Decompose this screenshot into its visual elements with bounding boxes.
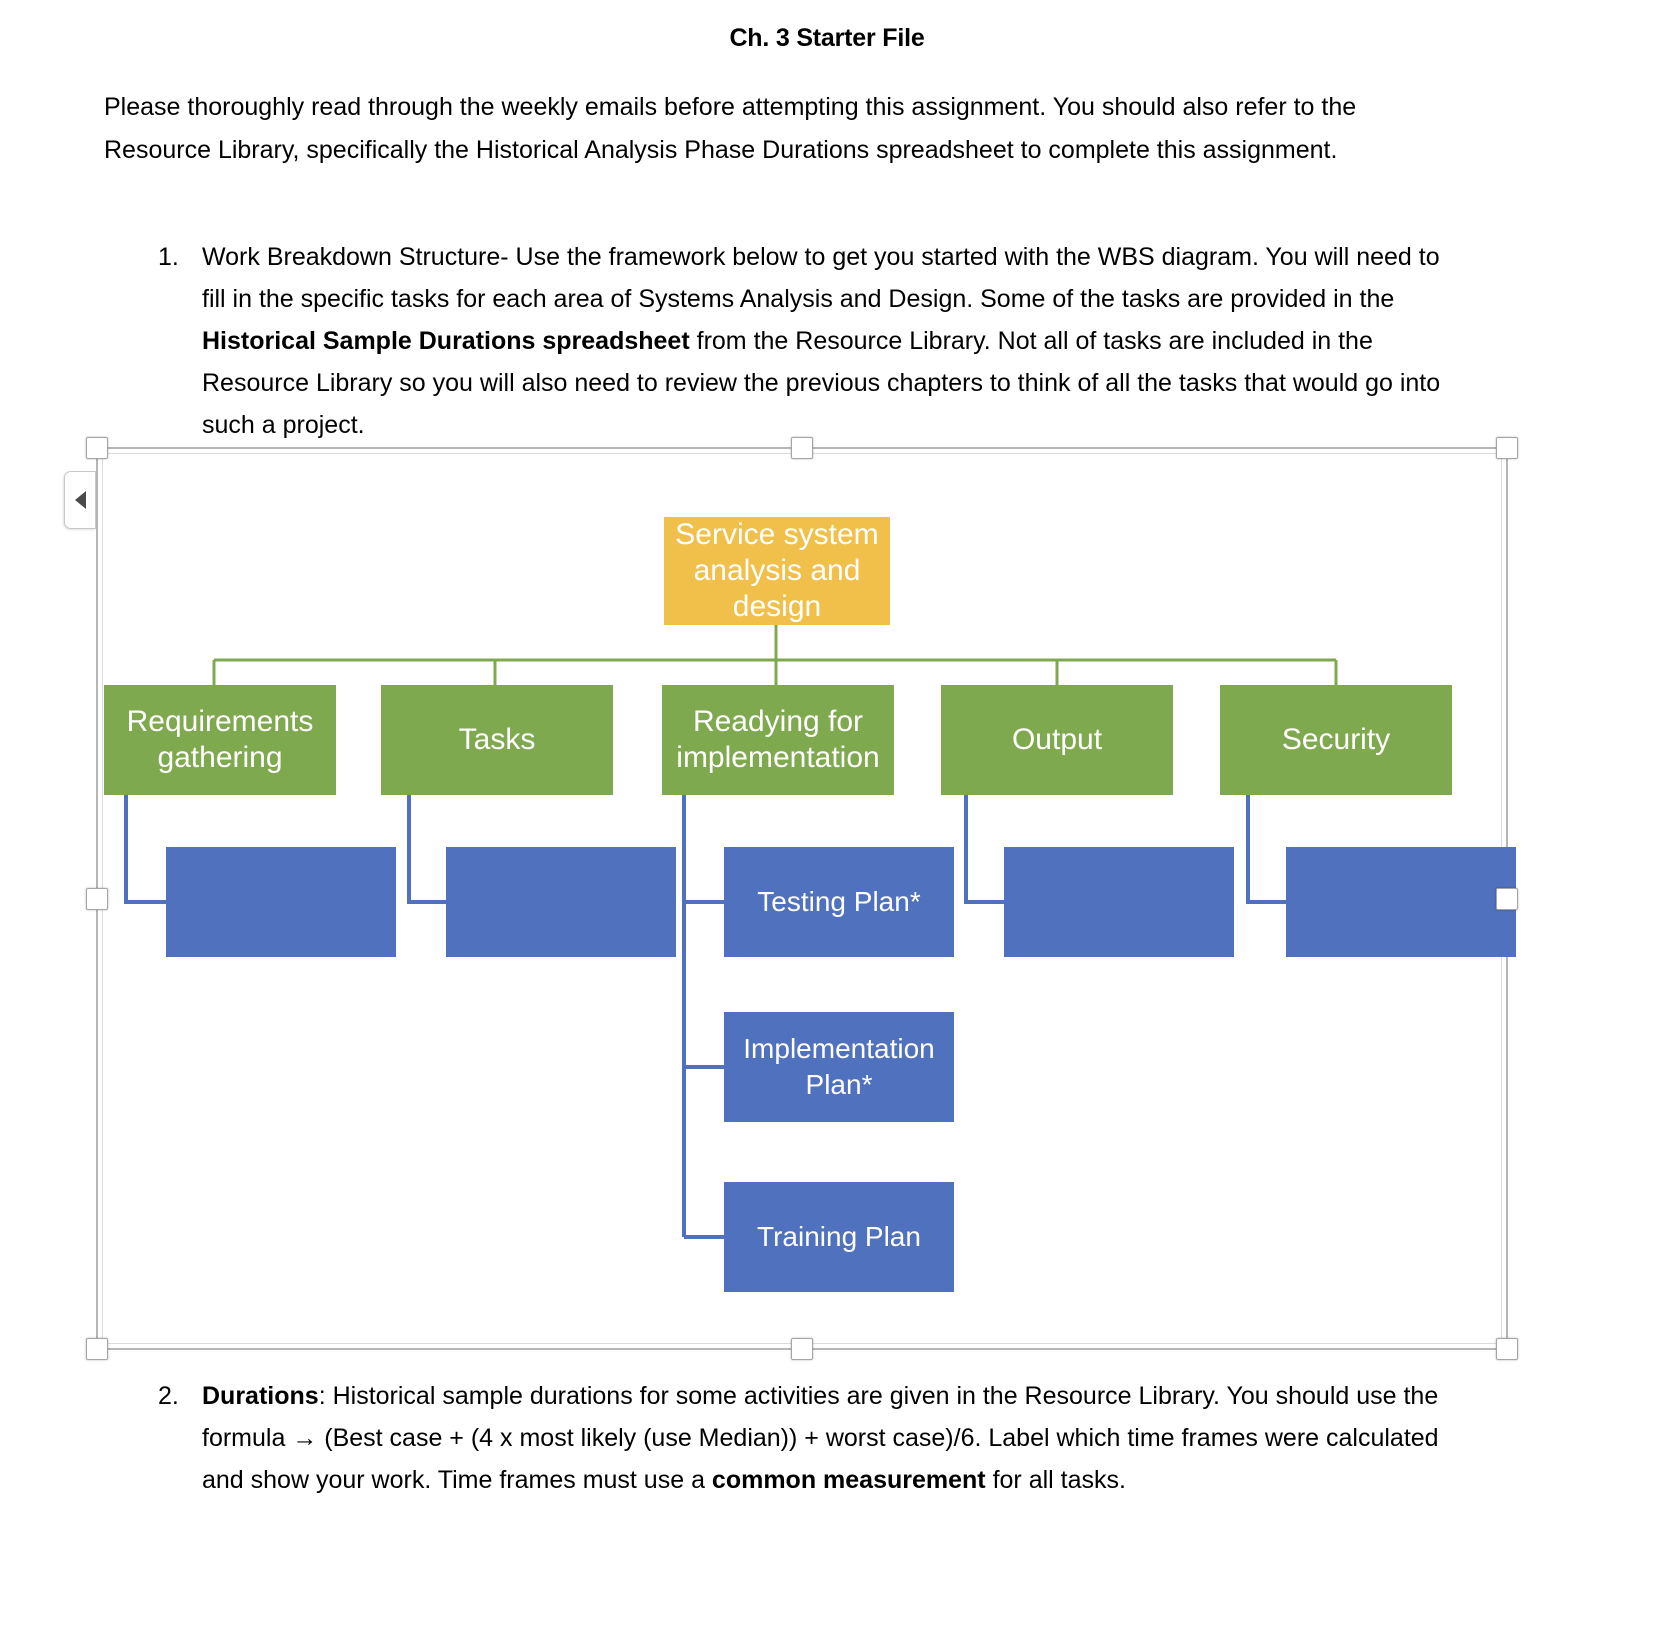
list-item: 2. Durations: Historical sample duration…: [144, 1375, 1444, 1501]
list-item-text-b: from the Resource Library. Not all of ta…: [202, 327, 1441, 439]
list-item-bold-durations: Durations: [202, 1382, 319, 1410]
resize-handle-middle-left[interactable]: [86, 888, 108, 910]
page-title: Ch. 3 Starter File: [729, 24, 925, 52]
connector-lines: [124, 625, 1338, 1239]
right-arrow-icon: →: [292, 1424, 318, 1452]
resize-handle-top-center[interactable]: [791, 437, 813, 459]
list-item-body: Work Breakdown Structure- Use the framew…: [202, 236, 1444, 446]
list-item: 1. Work Breakdown Structure- Use the fra…: [144, 236, 1444, 446]
diagram-node-security-child-empty[interactable]: [1286, 847, 1516, 957]
diagram-node-training-plan[interactable]: Training Plan: [724, 1182, 954, 1292]
smartart-diagram-object[interactable]: Service system analysis and design Requi…: [64, 437, 1518, 1360]
list-item-bold-a: Historical Sample Durations spreadsheet: [202, 327, 690, 355]
diagram-node-output-child-empty[interactable]: [1004, 847, 1234, 957]
list-item-text-a: : Historical sample durations for some a…: [202, 1382, 1439, 1452]
diagram-node-security[interactable]: Security: [1220, 685, 1452, 795]
diagram-node-implementation-plan[interactable]: Implementation Plan*: [724, 1012, 954, 1122]
intro-paragraph: Please thoroughly read through the weekl…: [104, 93, 1357, 164]
resize-handle-top-right[interactable]: [1496, 437, 1518, 459]
diagram-node-testing-plan[interactable]: Testing Plan*: [724, 847, 954, 957]
diagram-node-requirements-child-empty[interactable]: [166, 847, 396, 957]
diagram-node-root[interactable]: Service system analysis and design: [664, 517, 890, 625]
list-item-number: 2.: [158, 1382, 179, 1410]
diagram-node-output[interactable]: Output: [941, 685, 1173, 795]
diagram-canvas: Service system analysis and design Requi…: [96, 447, 1516, 1350]
list-item-body: Durations: Historical sample durations f…: [202, 1375, 1444, 1501]
resize-handle-bottom-right[interactable]: [1496, 1338, 1518, 1360]
list-item-text-a: Work Breakdown Structure- Use the framew…: [202, 243, 1440, 313]
diagram-node-requirements-gathering[interactable]: Requirements gathering: [104, 685, 336, 795]
list-item-text-b: (Best case + (4 x most likely (use Media…: [202, 1424, 1439, 1494]
diagram-node-tasks-child-empty[interactable]: [446, 847, 676, 957]
text-pane-toggle-button[interactable]: [64, 471, 96, 529]
diagram-node-tasks[interactable]: Tasks: [381, 685, 613, 795]
resize-handle-bottom-left[interactable]: [86, 1338, 108, 1360]
list-item-number: 1.: [158, 243, 179, 271]
resize-handle-bottom-center[interactable]: [791, 1338, 813, 1360]
resize-handle-middle-right[interactable]: [1496, 888, 1518, 910]
list-item-text-c: for all tasks.: [985, 1466, 1126, 1494]
list-item-bold-common: common measurement: [711, 1466, 986, 1494]
left-triangle-icon: [74, 491, 86, 509]
diagram-node-readying-for-implementation[interactable]: Readying for implementation: [662, 685, 894, 795]
resize-handle-top-left[interactable]: [86, 437, 108, 459]
